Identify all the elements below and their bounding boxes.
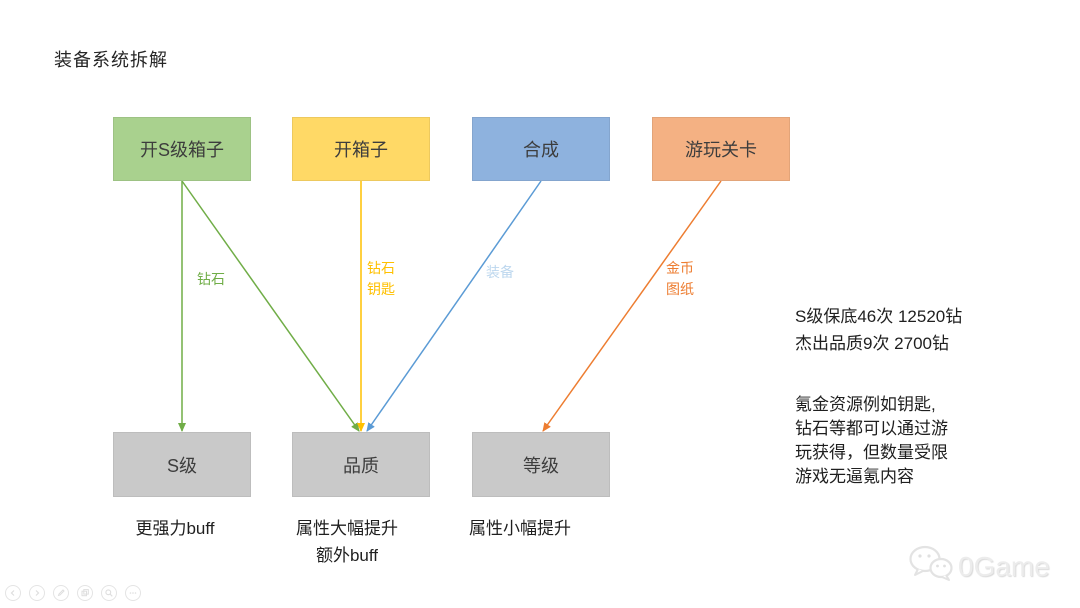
edge-open-s-chest-to-quality: [181, 180, 360, 432]
page-title: 装备系统拆解: [54, 50, 168, 70]
pen-icon[interactable]: [53, 585, 69, 601]
slides-icon[interactable]: [77, 585, 93, 601]
node-label: S级: [166, 455, 197, 476]
zoom-icon[interactable]: [101, 585, 117, 601]
edge-craft-to-quality: [366, 180, 542, 432]
node-label: 品质: [343, 455, 379, 476]
node-label: 游玩关卡: [685, 140, 757, 160]
prev-icon[interactable]: [5, 585, 21, 601]
node-label: 合成: [523, 140, 559, 160]
caption-quality: 属性大幅提升 额外buff: [296, 519, 398, 565]
caption-s-grade: 更强力buff: [135, 519, 215, 538]
node-label: 等级: [523, 455, 559, 476]
node-craft: 合成: [472, 117, 610, 181]
presentation-toolbar: [5, 585, 141, 601]
edge-label-diamond: 钻石: [197, 271, 225, 287]
node-play-stage: 游玩关卡: [652, 117, 790, 181]
watermark-text: 0Game: [958, 550, 1050, 582]
caption-level: 属性小幅提升: [469, 519, 571, 538]
node-open-s-chest: 开S级箱子: [113, 117, 251, 181]
watermark: 0Game: [908, 544, 1050, 589]
edge-play-stage-to-level: [542, 180, 722, 432]
node-open-chest: 开箱子: [292, 117, 430, 181]
node-quality: 品质: [292, 432, 430, 497]
node-level: 等级: [472, 432, 610, 497]
next-icon[interactable]: [29, 585, 45, 601]
pity-note: S级保底46次 12520钻 杰出品质9次 2700钻: [795, 307, 963, 353]
node-label: 开S级箱子: [139, 140, 224, 160]
edge-label-gold-blueprint: 金币 图纸: [666, 260, 694, 297]
monetization-note: 氪金资源例如钥匙, 钻石等都可以通过游 玩获得，但数量受限 游戏无逼氪内容: [795, 395, 948, 486]
more-icon[interactable]: [125, 585, 141, 601]
node-label: 开箱子: [334, 140, 388, 160]
node-s-grade: S级: [113, 432, 251, 497]
edge-label-diamond-key: 钻石 钥匙: [367, 260, 395, 297]
edge-label-equipment: 装备: [486, 264, 514, 280]
wechat-icon: [908, 544, 954, 589]
